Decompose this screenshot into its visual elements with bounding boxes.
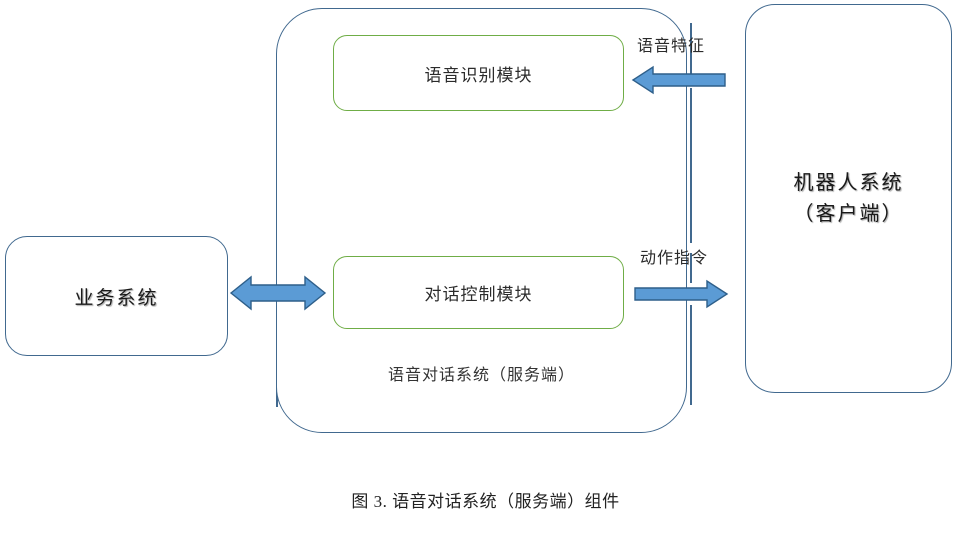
action-command-label: 动作指令 [640, 250, 709, 267]
robot-system-label-line1: 机器人系统 [793, 171, 904, 194]
robot-system-label: 机器人系统 （客户端） [794, 168, 904, 230]
server-container-label: 语音对话系统（服务端） [387, 367, 575, 384]
voice-feature-arrow [631, 64, 727, 96]
action-command-arrow [633, 278, 729, 310]
voice-feature-label: 语音特征 [637, 38, 706, 55]
robot-system-box[interactable]: 机器人系统 （客户端） [745, 4, 952, 393]
speech-recognition-module[interactable]: 语音识别模块 [333, 35, 624, 111]
figure-caption: 图 3. 语音对话系统（服务端）组件 [351, 492, 620, 511]
robot-connector-line-lower [690, 253, 692, 283]
business-dialog-bidirectional-arrow [229, 272, 327, 314]
robot-connector-line-middle [690, 88, 692, 243]
dialog-control-module[interactable]: 对话控制模块 [333, 256, 624, 329]
robot-connector-line-bottom [690, 305, 692, 405]
robot-connector-line-upper [690, 23, 692, 78]
robot-system-label-line2: （客户端） [793, 202, 904, 225]
business-system-box[interactable]: 业务系统 [5, 236, 228, 356]
